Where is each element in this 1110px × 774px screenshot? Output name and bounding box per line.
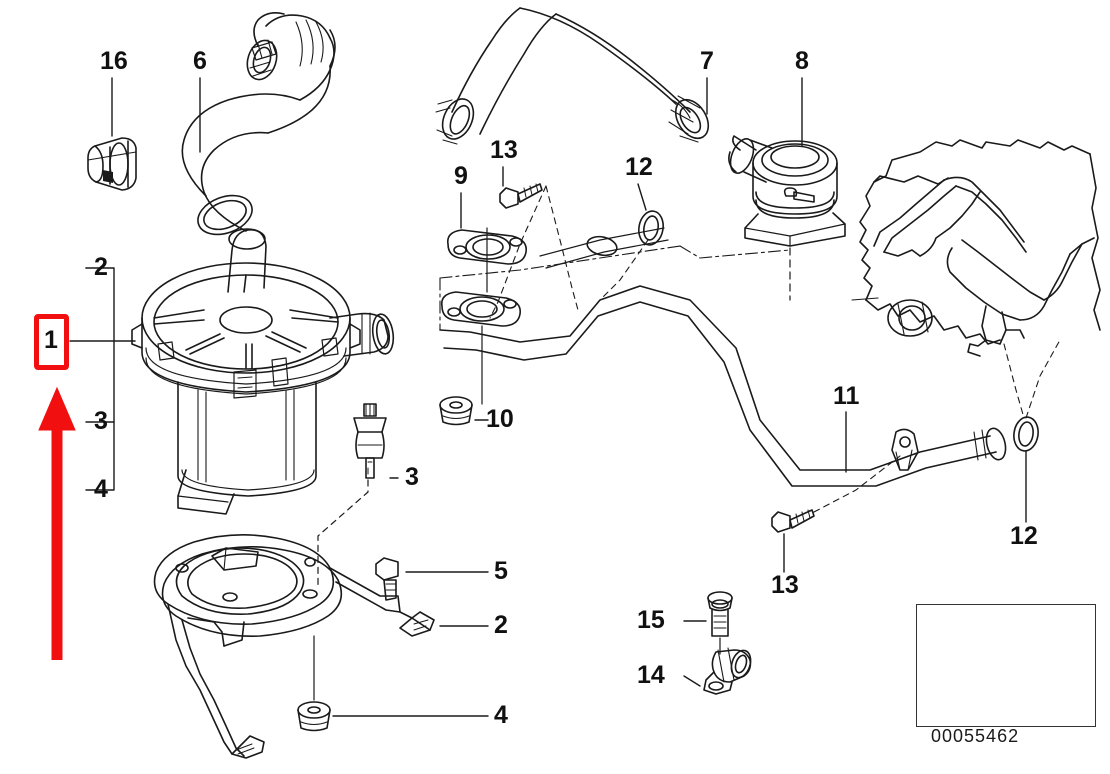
- diagram-part-number: 00055462: [931, 726, 1020, 746]
- callout-10: 10: [486, 405, 514, 433]
- leader-bracket-234: [85, 267, 115, 491]
- callout-12-top: 12: [625, 153, 653, 181]
- part-3-rubber-mount: [353, 403, 387, 479]
- part-8-valve: [728, 135, 846, 247]
- part-5-bolt: [375, 557, 399, 601]
- part-12-o-ring-upper: [638, 210, 664, 246]
- engine-face-tick: [851, 297, 879, 301]
- o-ring-axis-12b: [1025, 339, 1061, 419]
- part-6-hose: [181, 12, 336, 236]
- callout-4-mid: 4: [94, 475, 108, 503]
- callout-13-top: 13: [490, 136, 518, 164]
- part-10-grommet: [439, 396, 473, 426]
- callout-6: 6: [193, 47, 207, 75]
- engine-to-oring-axis: [1003, 343, 1025, 419]
- callout-15: 15: [637, 606, 665, 634]
- engine-block-reference: [859, 139, 1101, 357]
- callout-3-mid: 3: [94, 407, 108, 435]
- bolt-axis-13a: [489, 185, 547, 319]
- leader-12-upper: [637, 183, 647, 211]
- annotation-arrow: [38, 386, 76, 660]
- callout-8: 8: [795, 47, 809, 75]
- callout-12-right: 12: [1010, 522, 1038, 550]
- callout-7: 7: [700, 47, 714, 75]
- part-13-bolt-top: [499, 183, 543, 209]
- callout-16: 16: [100, 47, 128, 75]
- part-13-bolt-right: [771, 509, 815, 533]
- part-upper-right-hose: [435, 7, 710, 145]
- part-12-o-ring-right: [1013, 416, 1039, 452]
- part-16-clamp-sleeve: [87, 137, 137, 191]
- assembly-axis-3: [317, 479, 369, 587]
- callout-4-bottom: 4: [494, 701, 508, 729]
- callout-13-right: 13: [771, 571, 799, 599]
- bolt-axis-13c: [813, 455, 901, 513]
- bolt-axis-13b: [545, 185, 579, 311]
- vehicle-inset-frame: [916, 604, 1096, 727]
- part-4-grommet-bottom: [297, 701, 331, 732]
- part-14-pipe-clip: [703, 647, 752, 695]
- callout-2-bottom: 2: [494, 611, 508, 639]
- callout-5: 5: [494, 557, 508, 585]
- leader-14: [683, 675, 701, 687]
- callout-2-top: 2: [94, 253, 108, 281]
- callout-9: 9: [454, 162, 468, 190]
- part-1-secondary-air-pump: [131, 228, 395, 515]
- callout-3-right: 3: [405, 463, 419, 491]
- part-2-mounting-bracket: [153, 534, 435, 759]
- o-ring-axis-12a: [599, 239, 649, 301]
- part-11-air-pipe: [439, 227, 1007, 487]
- part-9-gaskets: [440, 229, 528, 327]
- part-15-bolt: [707, 591, 733, 637]
- callout-1: 1: [44, 326, 58, 354]
- callout-11: 11: [833, 382, 860, 410]
- callout-14: 14: [637, 661, 665, 689]
